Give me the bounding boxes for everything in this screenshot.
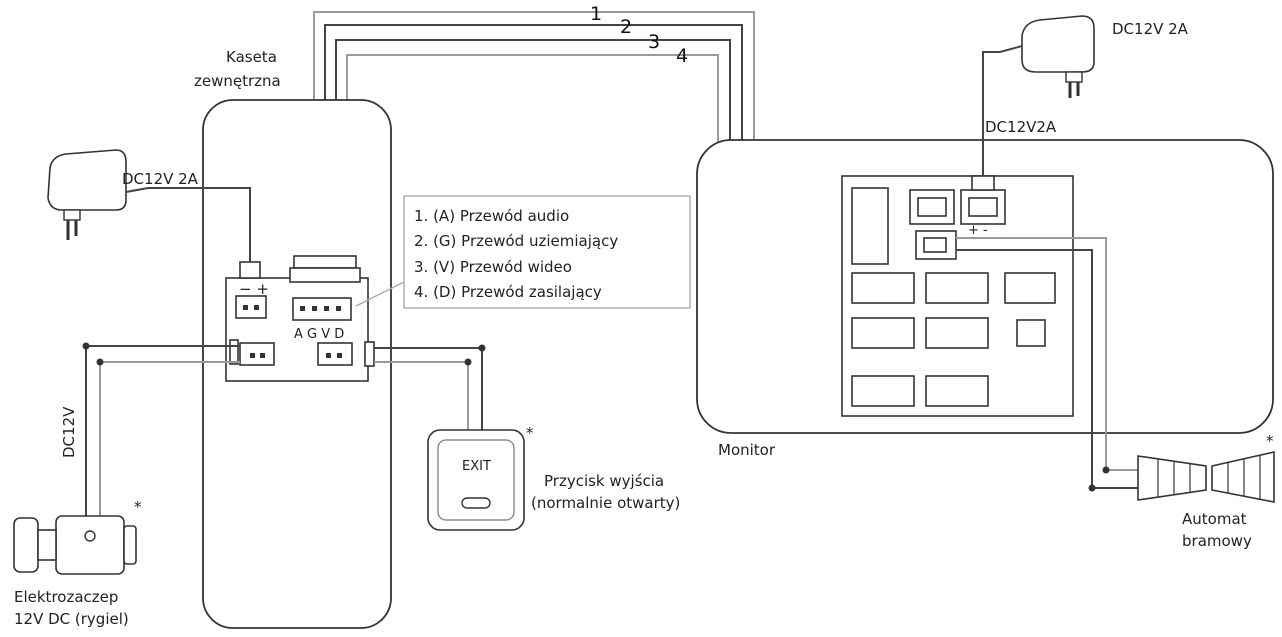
monitor-power-adapter (1021, 15, 1095, 98)
lock-label-line2: 12V DC (rygiel) (14, 610, 129, 628)
lock-voltage-label: DC12V (60, 406, 78, 458)
outdoor-power-adapter (47, 149, 149, 240)
wire-number-1: 1 (590, 3, 602, 25)
exit-label-line2: (normalnie otwarty) (531, 494, 680, 512)
lock-label-line1: Elektrozaczep (14, 588, 118, 606)
monitor-plus-minus: + - (968, 223, 988, 238)
wire-number-2: 2 (620, 16, 632, 38)
exit-label-line1: Przycisk wyjścia (544, 472, 664, 490)
terminal-letters: A G V D (294, 327, 344, 342)
monitor-adapter-label: DC12V 2A (1112, 20, 1189, 38)
lock-asterisk: * (134, 498, 142, 516)
outdoor-power-wire (148, 187, 251, 262)
monitor-power-wire (982, 45, 1023, 176)
wire-number-3: 3 (648, 31, 660, 53)
monitor-power-label: DC12V2A (985, 118, 1057, 136)
minus-plus-label: − + (239, 280, 269, 298)
outdoor-unit-label-line2: zewnętrzna (194, 72, 281, 90)
gate-wire-light (956, 237, 1148, 471)
outdoor-power-label: DC12V 2A (122, 170, 199, 188)
wire-legend-box (403, 195, 691, 309)
legend-item-1: 1. (A) Przewód audio (414, 207, 569, 225)
exit-button-text: EXIT (462, 459, 491, 474)
gate-asterisk: * (1266, 432, 1274, 450)
legend-pointer (355, 281, 405, 307)
exit-asterisk: * (526, 424, 534, 442)
gate-label-line2: bramowy (1182, 532, 1252, 550)
wire-number-4: 4 (676, 45, 688, 67)
gate-device (1137, 450, 1275, 503)
legend-item-2: 2. (G) Przewód uziemiający (414, 232, 618, 250)
outdoor-unit (202, 99, 392, 629)
outdoor-unit-label-line1: Kaseta (226, 48, 277, 66)
lock-device (13, 515, 137, 575)
exit-button-device (427, 429, 525, 531)
monitor-connectors (851, 175, 1056, 407)
legend-item-4: 4. (D) Przewód zasilający (414, 283, 602, 301)
legend-item-3: 3. (V) Przewód wideo (414, 258, 572, 276)
monitor-label: Monitor (718, 441, 776, 459)
gate-wire-dark (956, 249, 1148, 489)
gate-label-line1: Automat (1182, 510, 1247, 528)
